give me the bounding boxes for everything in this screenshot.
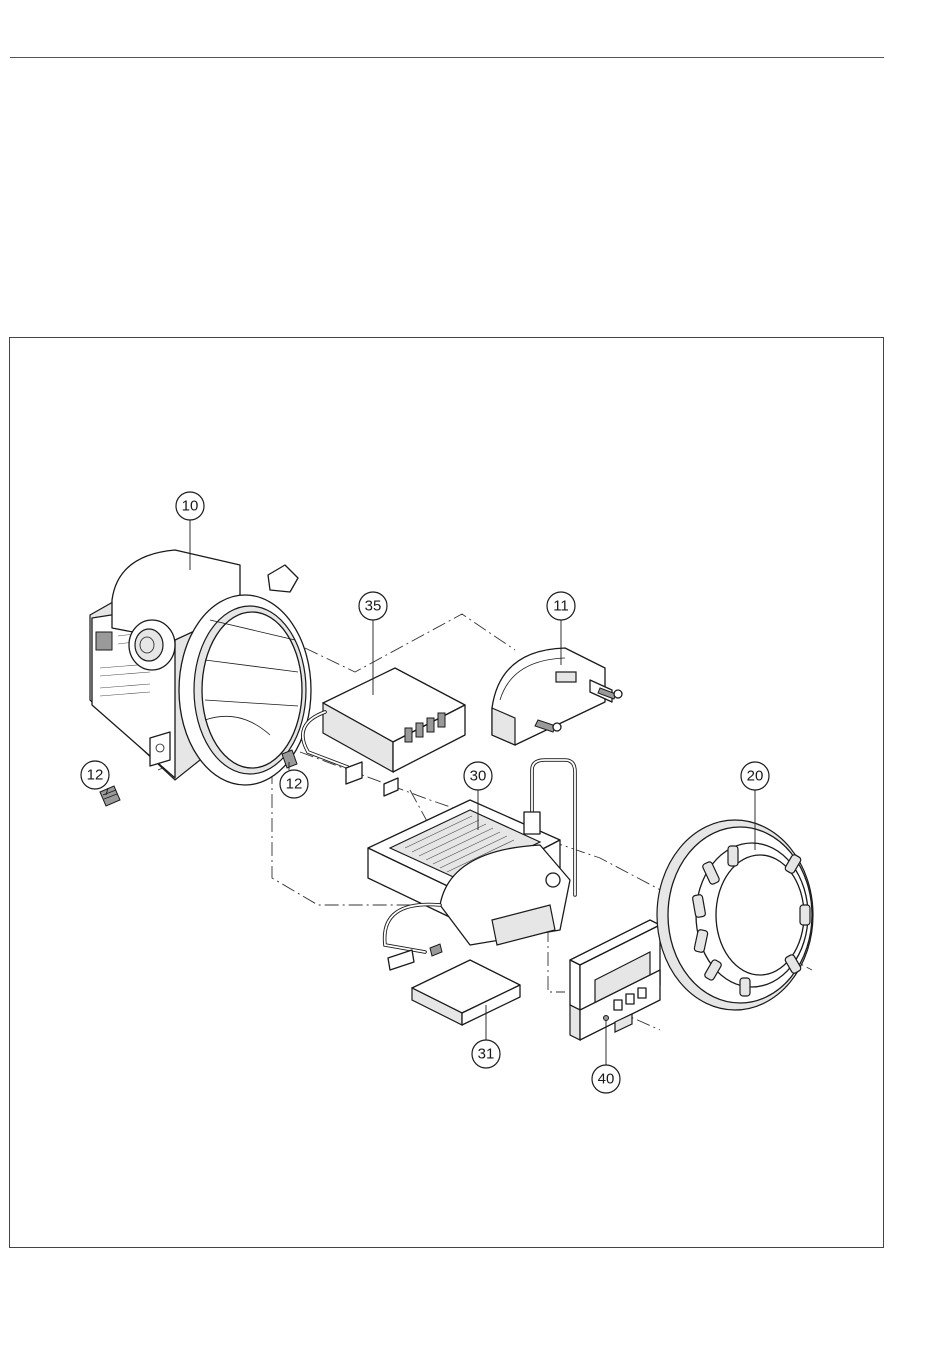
callout-10: 10 [176, 492, 204, 520]
callout-label: 20 [747, 768, 764, 785]
display-part-40 [570, 920, 660, 1040]
electronics-part-30 [368, 760, 575, 970]
callout-label: 12 [87, 767, 104, 784]
callout-label: 40 [598, 1071, 615, 1088]
callout-31: 31 [472, 1040, 500, 1068]
callout-label: 10 [182, 498, 199, 515]
housing-part-10 [90, 550, 311, 785]
callout-12-left: 12 [81, 761, 109, 789]
callout-11: 11 [547, 592, 575, 620]
callout-label: 11 [553, 598, 569, 615]
cover-part-20 [657, 820, 813, 1010]
callout-label: 12 [286, 776, 303, 793]
module-part-35 [303, 668, 465, 796]
callout-label: 35 [365, 598, 382, 615]
callout-40: 40 [592, 1065, 620, 1093]
callout-20: 20 [741, 762, 769, 790]
screw-part-12-left [100, 786, 120, 806]
callout-12-right: 12 [280, 770, 308, 798]
callout-35: 35 [359, 592, 387, 620]
cover-part-11 [492, 648, 622, 745]
callout-label: 31 [478, 1046, 495, 1063]
callout-label: 30 [470, 768, 487, 785]
module-part-31 [412, 960, 520, 1025]
callout-30: 30 [464, 762, 492, 790]
